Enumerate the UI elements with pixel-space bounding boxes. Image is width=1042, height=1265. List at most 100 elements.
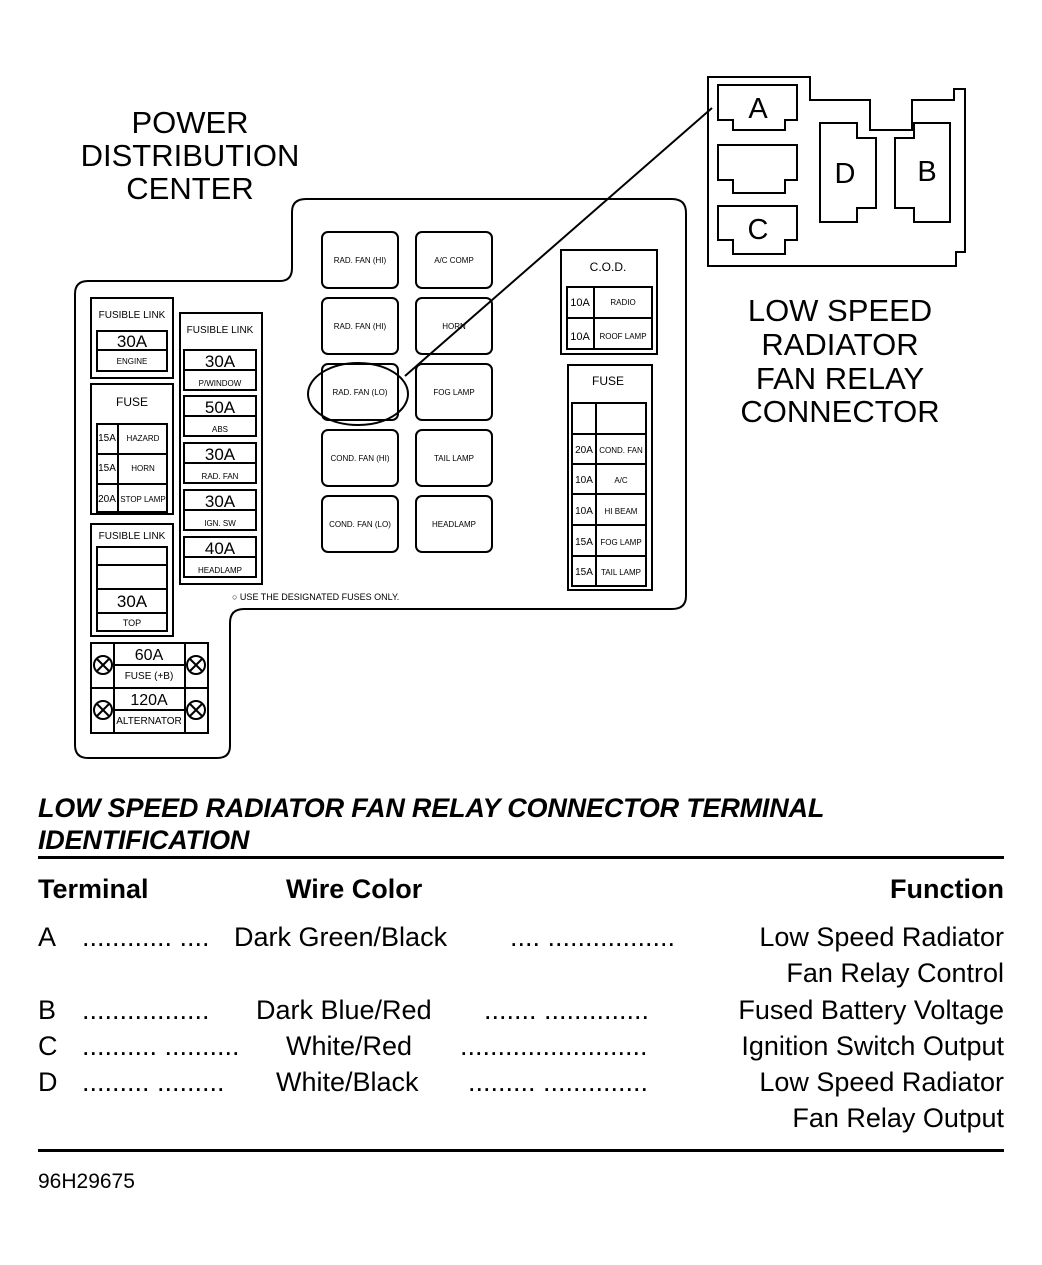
leader-dots: ....... ..............	[484, 995, 650, 1025]
relay-label: COND. FAN (HI)	[330, 454, 389, 463]
fuse-label: HORN	[131, 464, 155, 473]
function-cell: Low Speed Radiator	[759, 922, 1004, 952]
leader-dots: .......... ..........	[82, 1031, 240, 1061]
pin-label-c: C	[748, 214, 769, 246]
relay	[415, 297, 493, 355]
table-row: Fan Relay Output	[38, 1103, 1004, 1139]
leader-dots: .................	[82, 995, 210, 1025]
fuse-rating: 10A	[570, 297, 590, 309]
table-row: C.......... ..........White/Red.........…	[38, 1031, 1004, 1067]
relay-label: HORN	[442, 322, 466, 331]
relay-title-line: CONNECTOR	[740, 394, 939, 429]
fusible-link-engine-box	[90, 297, 174, 379]
fuse-rating: 10A	[575, 506, 593, 517]
fuse-label: HAZARD	[127, 434, 160, 443]
fuse-label: ABS	[212, 425, 228, 434]
relay-label: A/C COMP	[434, 256, 474, 265]
terminal-cell: A	[38, 922, 57, 952]
terminal-bolt-icon	[93, 700, 113, 720]
pin-label-d: D	[835, 158, 856, 190]
pin-c-cavity	[717, 205, 798, 255]
table-row: B................. Dark Blue/Red ....... .…	[38, 995, 1004, 1031]
fuse-label: RADIO	[610, 298, 635, 307]
function-cell: Fused Battery Voltage	[738, 995, 1004, 1025]
table-row: Fan Relay Control	[38, 958, 1004, 994]
relay-label: RAD. FAN (LO)	[332, 388, 387, 397]
wire-color-cell: Dark Blue/Red	[256, 995, 432, 1025]
fuse-label: COND. FAN	[599, 446, 643, 455]
bolt-cross	[96, 703, 110, 717]
relay	[415, 231, 493, 289]
fuse-rating: 60A	[135, 647, 164, 664]
fuse-label: FOG LAMP	[600, 538, 641, 547]
terminal-cell: B	[38, 995, 57, 1025]
fuse-rating: 20A	[575, 445, 593, 456]
fuse-label: HI BEAM	[605, 507, 638, 516]
fuse-rating: 30A	[205, 492, 236, 511]
cod-header: C.O.D.	[590, 260, 627, 274]
relay	[415, 495, 493, 553]
connector-outline	[707, 76, 966, 267]
fuse-group-header: FUSE	[592, 374, 624, 388]
fuse-label: TAIL LAMP	[601, 568, 641, 577]
highlight-ring	[307, 362, 409, 426]
relay-label: RAD. FAN (HI)	[334, 322, 387, 331]
fuse-label: STOP LAMP	[120, 495, 166, 504]
header-function: Function	[890, 874, 1004, 904]
fuse-label: RAD. FAN	[202, 472, 239, 481]
fuse-rating: 50A	[205, 398, 236, 417]
function-cell: Fan Relay Control	[786, 958, 1004, 988]
fuse-label: TOP	[123, 618, 141, 628]
terminal-bolt-icon	[93, 655, 113, 675]
fuse-rating: 15A	[575, 567, 593, 578]
function-cell: Low Speed Radiator	[759, 1067, 1004, 1097]
fuse-rating: 15A	[575, 537, 593, 548]
fusible-link-header: FUSIBLE LINK	[187, 325, 254, 336]
function-cell: Ignition Switch Output	[741, 1031, 1004, 1061]
relay	[321, 495, 399, 553]
fuse-label: IGN. SW	[204, 519, 236, 528]
relay-label: TAIL LAMP	[434, 454, 474, 463]
pin-d-cavity	[819, 122, 877, 223]
leader-dots: ............ ....	[82, 922, 210, 952]
relay	[321, 231, 399, 289]
leader-dots: ......... ..............	[468, 1067, 649, 1097]
pdc-outline	[74, 198, 687, 759]
fuse-rating: 15A	[98, 433, 116, 444]
fuse-rating: 30A	[205, 445, 236, 464]
rule-top	[38, 856, 1004, 859]
table-title-line-2: IDENTIFICATION	[38, 825, 250, 855]
relay-title-line: LOW SPEED	[748, 293, 932, 328]
terminal-bolt-icon	[186, 655, 206, 675]
fuse-rating: 30A	[117, 592, 148, 611]
pdc-title-line: CENTER	[126, 171, 253, 206]
fuse-label: ENGINE	[117, 357, 148, 366]
pdc-title-line: DISTRIBUTION	[81, 138, 300, 173]
leader-line	[404, 107, 713, 377]
cod-box	[560, 249, 658, 355]
fusible-link-header: FUSIBLE LINK	[99, 531, 166, 542]
terminal-cell: C	[38, 1031, 58, 1061]
pin-empty-cavity	[717, 144, 798, 194]
fuse-rating: 20A	[98, 494, 116, 505]
relay	[321, 429, 399, 487]
header-wire-color: Wire Color	[286, 874, 423, 904]
relay-label: COND. FAN (LO)	[329, 520, 391, 529]
function-cell: Fan Relay Output	[792, 1103, 1004, 1133]
relay-label: RAD. FAN (HI)	[334, 256, 387, 265]
fuse-rating: 40A	[205, 539, 236, 558]
fuse-group-table	[96, 423, 168, 513]
relay-title-line: FAN RELAY	[756, 361, 924, 396]
wire-color-cell: White/Red	[286, 1031, 413, 1061]
pin-b-cavity	[894, 122, 951, 223]
fuse-label: ALTERNATOR	[116, 716, 182, 727]
bolt-cross	[96, 658, 110, 672]
table-row: D......... .........White/Black.........…	[38, 1067, 1004, 1103]
leader-dots: ......... .........	[82, 1067, 225, 1097]
figure-id: 96H29675	[38, 1170, 135, 1193]
relay	[321, 297, 399, 355]
relay	[415, 363, 493, 421]
fuse-label: FUSE (+B)	[125, 671, 174, 682]
fuse-rating: 30A	[205, 352, 236, 371]
